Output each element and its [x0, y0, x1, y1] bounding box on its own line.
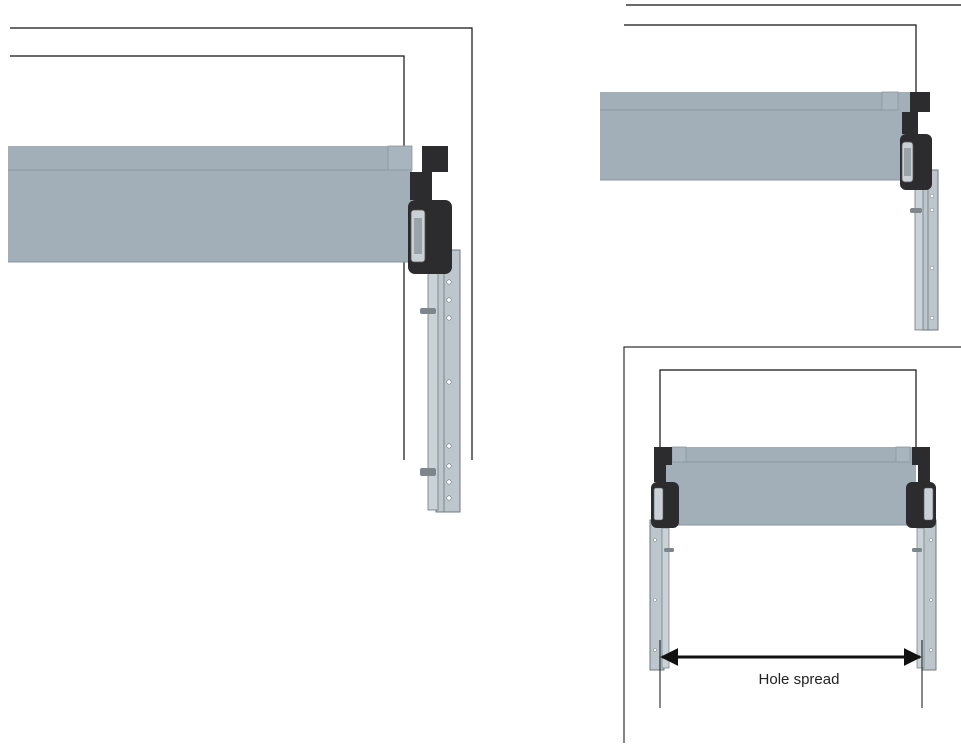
top-dimension-line [659, 369, 917, 458]
front-bracket [408, 146, 452, 274]
view-frame [623, 346, 961, 743]
inner-dimension-line [10, 55, 405, 460]
left-front-bracket [651, 447, 679, 528]
outer-dimension-line [10, 27, 473, 460]
front-bracket-right [900, 92, 932, 190]
drawer-panel-right [600, 91, 912, 181]
drawer-panel-front [666, 446, 916, 526]
hole-spread-label: Hole spread [759, 671, 840, 688]
left-slide-rail [649, 519, 674, 671]
drawer-panel [8, 145, 413, 263]
top-right-detail-view [600, 4, 961, 331]
slide-rail [420, 249, 461, 513]
hole-spread-view: Hole spread [623, 346, 961, 743]
slide-rail-right [910, 169, 939, 331]
inner-dimension-line-right [624, 24, 917, 95]
right-front-bracket [906, 447, 936, 528]
right-slide-rail [912, 519, 937, 671]
left-detail-view [8, 27, 473, 513]
